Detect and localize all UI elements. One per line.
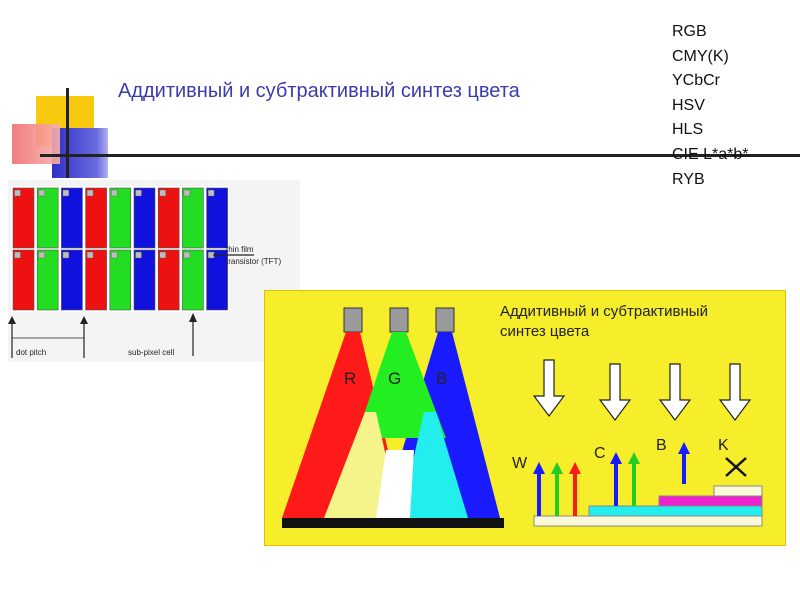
filter-layer-magenta [658,495,763,507]
synthesis-title-line2: синтез цвета [500,323,590,340]
tft-transistor [62,251,70,259]
tft-transistor [183,251,191,259]
incoming-light-arrow [532,359,566,417]
tft-transistor [111,251,118,259]
subpixel-cell-blue [206,249,228,311]
tft-transistor [38,251,45,259]
tft-transistor [14,189,21,197]
color-model-list: RGB CMY(K) YCbCr HSV HLS CIE L*a*b* RYB [672,20,749,192]
subpixel-cell-blue [133,187,156,249]
absorbed-cross-line [725,457,747,477]
dot-pitch-label: dot pitch [16,348,46,357]
reflected-cyan-arrows [610,452,640,506]
reflected-red-arrow [569,462,581,516]
reflected-green-arrow [628,452,640,506]
subpixel-cell-green [109,249,132,311]
subpixel-cell-red [157,249,180,311]
beam-label-r: R [344,369,356,388]
reflected-blue-arrow [610,452,622,506]
color-model-item: HSV [672,96,705,114]
lcd-subpixel-diagram: thin film transistor (TFT) dot pitch sub… [8,180,300,362]
subtractive-label-w: W [512,455,528,472]
mix-white [376,450,414,518]
subpixel-cell-blue [133,249,156,311]
subpixel-cell-green [36,249,59,311]
incoming-light-arrow [598,363,632,421]
subpixel-cell-green [182,187,204,249]
reflected-blue-arrow [678,442,690,484]
subpixel-cell-green [182,249,204,311]
subtractive-label-c: C [594,445,606,462]
reflected-white-arrows [533,462,581,516]
subpixel-cell-red [85,187,107,249]
projector-blue [435,307,455,333]
projector-red [343,307,363,333]
subpixel-cell-red [85,249,107,311]
base-layer-white [533,515,763,527]
beam-label-g: G [388,369,401,388]
subpixel-cell-red [12,249,35,311]
beam-label-b: B [436,369,447,388]
subpixel-cell-red [12,187,35,249]
tft-transistor [86,189,94,197]
deco-square-red [12,124,60,164]
synthesis-title-line1: Аддитивный и субтрактивный [500,303,708,320]
pixel-grid [12,187,228,311]
subpixel-cell-green [36,187,59,249]
filter-layer-cyan [588,505,763,517]
tft-transistor [111,189,118,197]
mix-cyan [400,412,468,518]
slide-title: Аддитивный и субтрактивный синтез цвета [118,80,520,102]
subtractive-label-b: B [656,437,667,454]
subpixel-cell-blue [61,249,83,311]
tft-transistor [183,189,191,197]
filter-layer-yellow [713,485,763,497]
tft-transistor [159,189,166,197]
subtractive-label-k: K [718,437,729,454]
tft-label-line2: transistor (TFT) [226,257,281,266]
color-model-item: RGB [672,23,707,40]
color-model-item: YCbCr [672,72,721,90]
decor-vertical-line [66,88,69,178]
color-model-item: RYB [672,170,705,188]
dot-pitch-arrowhead-right [80,316,88,324]
projector-green [389,307,409,333]
tft-transistor [38,189,45,197]
tft-transistor [159,251,166,259]
incoming-light-arrow [718,363,752,421]
tft-transistor [14,251,21,259]
subpixel-arrowhead [189,313,197,322]
tft-label-line1: thin film [226,245,254,254]
beam-green [356,332,446,438]
subpixel-cell-blue [206,187,228,249]
subpixel-cell-blue [61,187,83,249]
tft-transistor [62,189,70,197]
color-model-item: CMY(K) [672,47,729,65]
color-model-item: CIE L*a*b* [672,145,749,163]
incoming-light-arrow [658,363,692,421]
tft-transistor [135,189,142,197]
subpixel-cell-green [109,187,132,249]
color-synthesis-diagram: R G B Аддитивный и субтрактивный синтез … [264,290,786,546]
subpixel-label: sub-pixel cell [128,348,174,357]
projection-screen [282,518,504,528]
reflected-green-arrow [551,462,563,516]
deco-square-blue [52,128,108,178]
color-model-item: HLS [672,121,704,139]
reflected-blue-arrow [533,462,545,516]
title-underline [40,154,800,157]
tft-transistor [135,251,142,259]
tft-transistor [207,189,215,197]
tft-transistor [86,251,94,259]
subpixel-cell-red [157,187,180,249]
dot-pitch-arrowhead-left [8,316,16,324]
